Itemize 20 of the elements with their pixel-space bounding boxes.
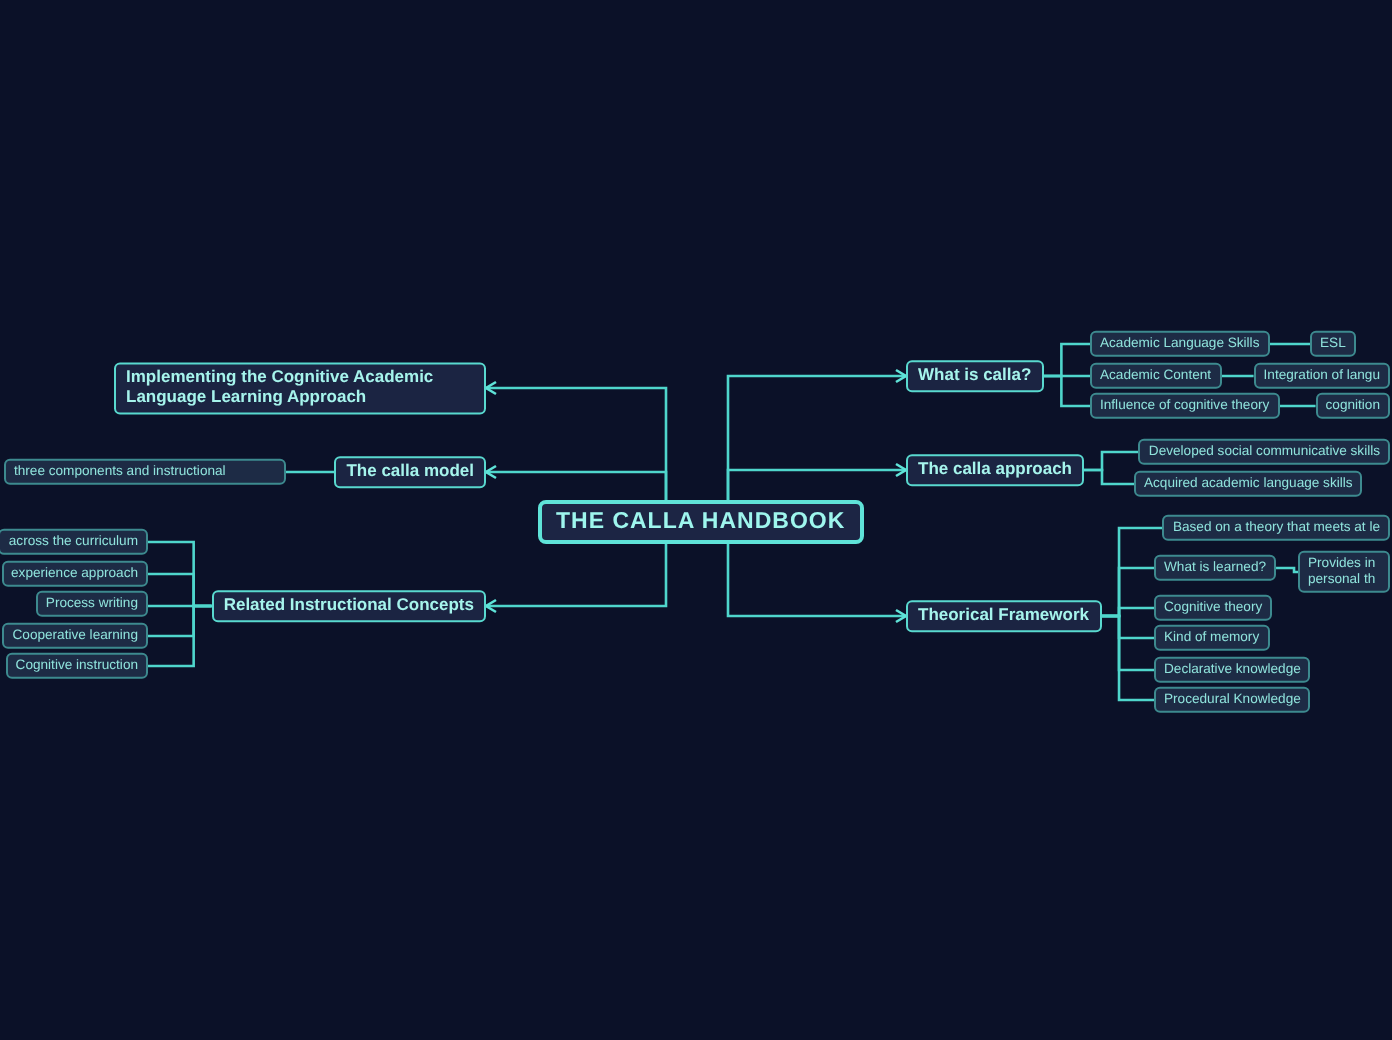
connector-line (1269, 342, 1310, 346)
topic-box: The calla model (334, 456, 486, 488)
connector-line (1084, 468, 1134, 486)
arrow (726, 462, 908, 500)
connector-line (1101, 614, 1154, 702)
topic-box: Theorical Framework (906, 600, 1102, 632)
topic-box: What is calla? (906, 360, 1044, 392)
connector-line (1221, 374, 1254, 378)
arrow (484, 464, 668, 500)
connector-line (1276, 566, 1298, 574)
connector-line (1043, 374, 1090, 408)
central-topic: THE CALLA HANDBOOK (538, 500, 864, 544)
connector-line (1279, 404, 1316, 408)
connector-line (148, 604, 212, 668)
arrow (484, 544, 668, 614)
arrow (726, 544, 908, 624)
topic-box: The calla approach (906, 454, 1084, 486)
topic-box: Implementing the Cognitive Academic Language Learning Approach (114, 362, 486, 414)
connector-line (286, 470, 335, 474)
topic-box: Related Instructional Concepts (211, 590, 486, 622)
